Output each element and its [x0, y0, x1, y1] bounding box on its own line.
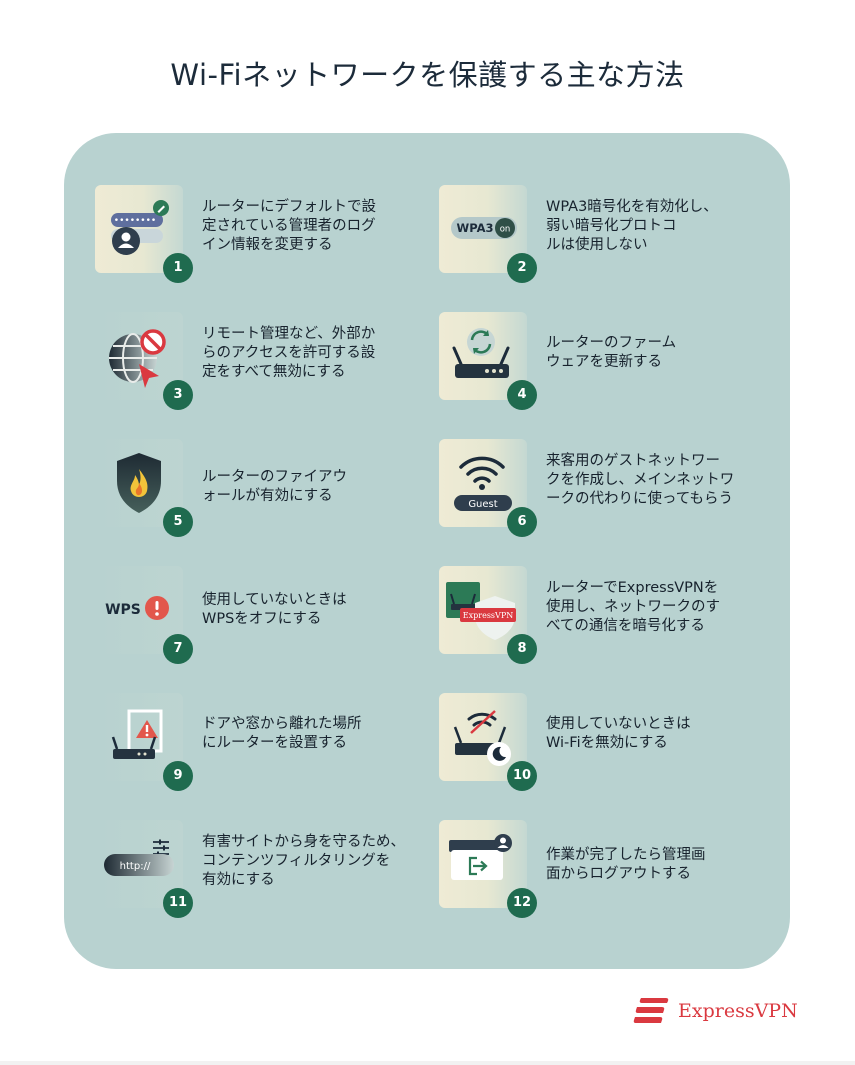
toggle-on-label: on	[500, 225, 511, 235]
tip-text: ルーターにデフォルトで設 定されている管理者のログ イン情報を変更する	[202, 199, 376, 253]
tip-text: ルーターのファイアウ ォールが有効にする	[202, 469, 347, 504]
wps-label: WPS	[105, 602, 141, 618]
tip-text: 有害サイトから身を守るため、 コンテンツフィルタリングを 有効にする	[202, 834, 405, 888]
step-number-badge: 6	[507, 507, 537, 537]
tip-1: •••••••• 1 ルーターにデフォルトで設 定されている管理者のログ イン情…	[95, 185, 435, 290]
router-login-icon: ••••••••	[95, 185, 183, 273]
tip-text: 来客用のゲストネットワー クを作成し、メインネットワ ークの代わりに使ってもらう	[546, 453, 735, 507]
tip-6: Guest 6 来客用のゲストネットワー クを作成し、メインネットワ ークの代わ…	[439, 439, 779, 544]
step-number-badge: 9	[163, 761, 193, 791]
tip-9: 9 ドアや窓から離れた場所 にルーターを設置する	[95, 693, 435, 798]
expressvpn-logo: ExpressVPN	[632, 995, 798, 1027]
tip-7: WPS 7 使用していないときは WPSをオフにする	[95, 566, 435, 671]
tip-8: ExpressVPN 8 ルーターでExpressVPNを 使用し、ネットワーク…	[439, 566, 779, 671]
expressvpn-mark-icon	[633, 998, 669, 1023]
tip-3: 3 リモート管理など、外部か らのアクセスを許可する設 定をすべて無効にする	[95, 312, 435, 417]
step-number-badge: 3	[163, 380, 193, 410]
step-number-badge: 12	[507, 888, 537, 918]
tip-text: 作業が完了したら管理画 面からログアウトする	[546, 847, 706, 882]
tips-panel: •••••••• 1 ルーターにデフォルトで設 定されている管理者のログ イン情…	[64, 133, 790, 969]
step-number-badge: 5	[163, 507, 193, 537]
step-number-badge: 1	[163, 253, 193, 283]
step-number-badge: 8	[507, 634, 537, 664]
page-title: Wi-Fiネットワークを保護する主な方法	[170, 58, 685, 92]
wpa3-label: WPA3	[457, 221, 494, 235]
tip-5: 5 ルーターのファイアウ ォールが有効にする	[95, 439, 435, 544]
tip-10: 10 使用していないときは Wi-Fiを無効にする	[439, 693, 779, 798]
tip-text: リモート管理など、外部か らのアクセスを許可する設 定をすべて無効にする	[202, 326, 376, 380]
step-number-badge: 10	[507, 761, 537, 791]
tip-4: 4 ルーターのファーム ウェアを更新する	[439, 312, 779, 417]
brand-name: ExpressVPN	[678, 1000, 798, 1022]
tip-text: WPA3暗号化を有効化し、 弱い暗号化プロトコ ルは使用しない	[546, 199, 718, 253]
step-number-badge: 4	[507, 380, 537, 410]
tip-text: ルーターでExpressVPNを 使用し、ネットワークのす べての通信を暗号化す…	[546, 580, 720, 634]
step-number-badge: 7	[163, 634, 193, 664]
tip-2: WPA3 on 2 WPA3暗号化を有効化し、 弱い暗号化プロトコ ルは使用しな…	[439, 185, 779, 290]
tip-11: http:// 11 有害サイトから身を守るため、 コンテンツフィルタリングを …	[95, 820, 435, 925]
tip-text: ドアや窓から離れた場所 にルーターを設置する	[202, 716, 362, 751]
step-number-badge: 2	[507, 253, 537, 283]
tip-text: 使用していないときは Wi-Fiを無効にする	[546, 716, 691, 751]
wps-alert-icon: WPS	[95, 566, 183, 654]
guest-label: Guest	[468, 499, 497, 510]
url-label: http://	[120, 861, 151, 872]
tip-text: ルーターのファーム ウェアを更新する	[546, 335, 677, 370]
tip-12: 12 作業が完了したら管理画 面からログアウトする	[439, 820, 779, 925]
vpn-label: ExpressVPN	[463, 611, 513, 620]
footer-divider	[0, 1061, 855, 1065]
step-number-badge: 11	[163, 888, 193, 918]
svg-text:••••••••: ••••••••	[114, 216, 156, 226]
wpa3-toggle-icon: WPA3 on	[439, 185, 527, 273]
tip-text: 使用していないときは WPSをオフにする	[202, 592, 347, 627]
globe-blocked-icon	[95, 312, 183, 400]
